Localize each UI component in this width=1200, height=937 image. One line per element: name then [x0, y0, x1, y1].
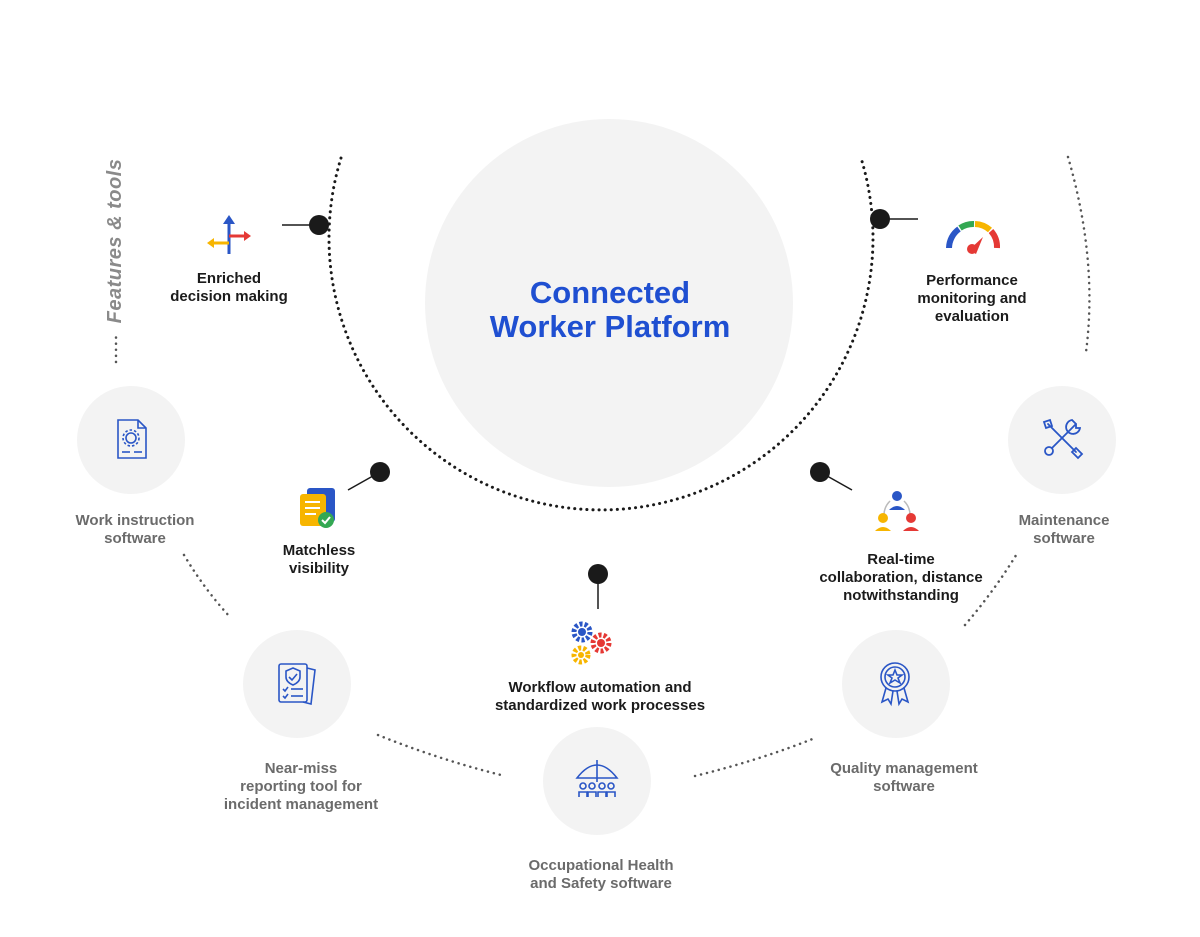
node-performance — [870, 209, 890, 229]
tool-circles — [77, 386, 1116, 835]
outer-dotted-arcs — [114, 155, 1091, 778]
tool-label-work-instruction: Work instruction software — [15, 512, 255, 548]
node-collaboration — [810, 462, 830, 482]
feature-label-workflow-line2: standardized work processes — [494, 697, 706, 714]
tool-label-quality: Quality management software — [784, 760, 1024, 796]
tool-label-maintenance-line1: Maintenance — [1018, 512, 1110, 529]
feature-label-performance-line1: Performance — [926, 272, 1018, 289]
nodes — [309, 209, 890, 584]
center-title: Connected Worker Platform — [430, 276, 790, 344]
tool-label-maintenance: Maintenance software — [944, 512, 1184, 548]
tool-circle-quality — [842, 630, 950, 738]
center-title-line1: Connected — [529, 275, 691, 310]
people-network-icon — [875, 491, 919, 531]
node-workflow — [588, 564, 608, 584]
tool-label-near-miss-line2: reporting tool for — [240, 778, 362, 795]
tool-label-work-instruction-line2: software — [104, 530, 166, 547]
wrench-screwdriver-icon — [1042, 418, 1084, 460]
feature-label-performance-line2: monitoring and — [917, 290, 1027, 307]
outer-arc-left — [182, 553, 232, 619]
feature-label-collaboration-line1: Real-time — [867, 551, 935, 568]
feature-label-decision-line1: Enriched — [196, 270, 262, 287]
node-visibility — [370, 462, 390, 482]
tool-label-near-miss-line1: Near-miss — [264, 760, 338, 777]
tool-circle-near-miss — [243, 630, 351, 738]
feature-label-collaboration-line2: collaboration, distance — [819, 569, 983, 586]
feature-label-visibility: Matchless visibility — [199, 542, 439, 578]
tool-circle-maintenance — [1008, 386, 1116, 494]
node-decision — [309, 215, 329, 235]
feature-label-decision-line2: decision making — [170, 288, 288, 305]
tool-label-ohs-line2: and Safety software — [530, 875, 672, 892]
tool-label-ohs: Occupational Health and Safety software — [481, 857, 721, 893]
center-circle — [425, 119, 793, 487]
feature-label-collaboration: Real-time collaboration, distance notwit… — [781, 551, 1021, 605]
feature-label-visibility-line1: Matchless — [282, 542, 356, 559]
feature-label-performance: Performance monitoring and evaluation — [852, 272, 1092, 326]
feature-label-collaboration-line3: notwithstanding — [843, 587, 959, 604]
checklist-shield-icon — [278, 663, 316, 705]
tool-label-work-instruction-line1: Work instruction — [75, 512, 195, 529]
outer-arc-bottom-left — [376, 733, 507, 778]
tool-label-near-miss: Near-miss reporting tool for incident ma… — [181, 760, 421, 814]
feature-label-decision: Enriched decision making — [109, 270, 349, 306]
feature-label-workflow-line1: Workflow automation and — [508, 679, 692, 696]
tool-label-quality-line1: Quality management — [830, 760, 978, 777]
tool-circle-work-instruction — [77, 386, 185, 494]
document-gear-icon — [117, 419, 147, 459]
tool-label-quality-line2: software — [873, 778, 935, 795]
tool-label-near-miss-line3: incident management — [223, 796, 379, 813]
umbrella-people-icon — [575, 760, 619, 797]
gears-icon — [571, 621, 612, 665]
feature-label-workflow: Workflow automation and standardized wor… — [450, 679, 750, 715]
feature-label-performance-line3: evaluation — [934, 308, 1010, 325]
tool-label-ohs-line1: Occupational Health — [528, 857, 674, 874]
gauge-icon — [946, 221, 1000, 254]
tool-label-maintenance-line2: software — [1033, 530, 1095, 547]
award-badge-icon — [880, 662, 910, 707]
direction-arrows-icon — [207, 215, 251, 254]
feature-label-visibility-line2: visibility — [288, 560, 350, 577]
documents-check-icon — [300, 488, 335, 528]
center-title-line2: Worker Platform — [489, 309, 731, 344]
